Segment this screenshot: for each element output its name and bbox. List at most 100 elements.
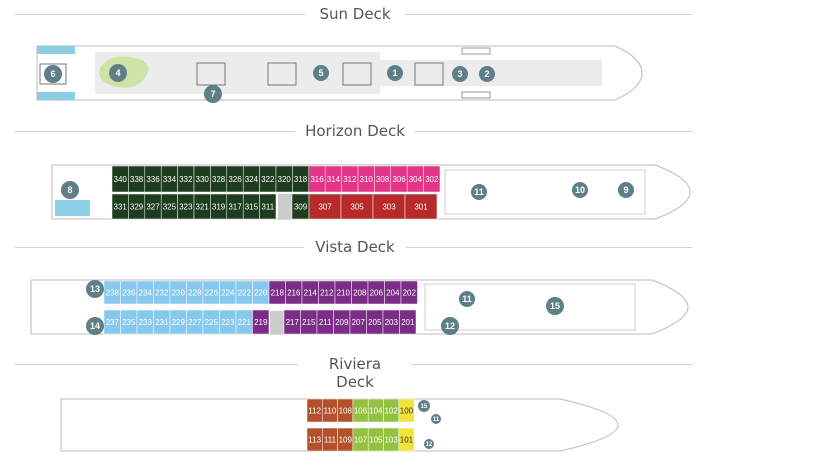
cabin-label-336: 336 (146, 175, 160, 184)
sun-marker-label-2: 2 (484, 69, 489, 79)
cabin-label-208: 208 (353, 289, 367, 298)
cabin-label-219: 219 (254, 318, 268, 327)
cabin-label-233: 233 (139, 318, 153, 327)
cabin-label-311: 311 (261, 203, 274, 212)
cabin-label-334: 334 (163, 175, 177, 184)
riviera-marker-label-11: 11 (433, 417, 440, 423)
sun-marker-label-4: 4 (115, 68, 120, 78)
cabin-label-232: 232 (155, 289, 169, 298)
horizon-marker-10[interactable] (572, 182, 588, 198)
cabin-label-231: 231 (155, 318, 169, 327)
horizon-marker-8[interactable] (61, 181, 79, 199)
vista-marker-label-15: 15 (550, 301, 560, 311)
sun-marker-2[interactable] (479, 66, 495, 82)
cabin-219[interactable] (252, 309, 270, 335)
cabin-302[interactable] (423, 165, 441, 193)
cabin-label-203: 203 (385, 318, 399, 327)
sun-marker-6[interactable] (44, 65, 62, 83)
cabin-label-214: 214 (304, 289, 318, 298)
cabin-305[interactable] (340, 193, 374, 220)
cabin-label-113: 113 (308, 436, 321, 445)
cabin-label-110: 110 (324, 407, 337, 416)
cabin-label-235: 235 (122, 318, 136, 327)
cabin-label-211: 211 (319, 318, 332, 327)
cabin-label-226: 226 (205, 289, 219, 298)
cabin-label-225: 225 (205, 318, 219, 327)
cabin-label-204: 204 (386, 289, 400, 298)
riviera-marker-12[interactable] (424, 439, 434, 449)
cabin-label-234: 234 (139, 289, 153, 298)
cabin-label-221: 221 (238, 318, 252, 327)
cabin-label-305: 305 (350, 203, 364, 212)
vista-marker-14[interactable] (86, 317, 104, 335)
cabin-label-112: 112 (308, 407, 321, 416)
sun-marker-4[interactable] (109, 64, 127, 82)
cabin-201[interactable] (399, 309, 417, 335)
cabin-label-206: 206 (370, 289, 384, 298)
cabin-label-229: 229 (172, 318, 186, 327)
cabin-label-107: 107 (354, 436, 368, 445)
cabin-label-216: 216 (287, 289, 301, 298)
cabin-label-324: 324 (245, 175, 259, 184)
horizon-marker-11[interactable] (471, 184, 487, 200)
cabin-label-212: 212 (320, 289, 334, 298)
cabin-label-227: 227 (188, 318, 202, 327)
cabin-label-307: 307 (318, 203, 332, 212)
cabin-label-237: 237 (106, 318, 120, 327)
cabin-label-318: 318 (294, 175, 308, 184)
cabin-label-332: 332 (179, 175, 193, 184)
cabin-label-321: 321 (196, 203, 210, 212)
sun-marker-5[interactable] (313, 65, 329, 81)
horizon-marker-label-11: 11 (474, 187, 484, 197)
sun-marker-3[interactable] (452, 66, 468, 82)
cabin-label-331: 331 (114, 203, 128, 212)
vista-marker-label-12: 12 (445, 321, 455, 331)
sun-marker-1[interactable] (387, 65, 403, 81)
vista-marker-15[interactable] (546, 297, 564, 315)
cabin-label-322: 322 (261, 175, 275, 184)
cabin-label-215: 215 (302, 318, 316, 327)
horizon-marker-9[interactable] (618, 182, 634, 198)
vista-marker-label-13: 13 (90, 284, 100, 294)
cabin-label-106: 106 (354, 407, 368, 416)
cabin-label-309: 309 (294, 203, 308, 212)
cabin-202[interactable] (400, 280, 418, 305)
cabin-label-340: 340 (114, 175, 128, 184)
cabin-label-308: 308 (376, 175, 390, 184)
cabin-301[interactable] (404, 193, 438, 220)
horizon-marker-label-8: 8 (67, 185, 72, 195)
vista-marker-12[interactable] (441, 317, 459, 335)
cabin-label-210: 210 (337, 289, 351, 298)
cabin-100[interactable] (398, 398, 415, 423)
cabin-label-105: 105 (369, 436, 383, 445)
cabin-label-201: 201 (401, 318, 415, 327)
sun-deck-hull (36, 45, 643, 101)
cabin-label-104: 104 (369, 407, 383, 416)
cabin-label-314: 314 (327, 175, 341, 184)
cabin-label-320: 320 (278, 175, 292, 184)
sun-marker-7[interactable] (204, 85, 222, 103)
cabin-label-228: 228 (188, 289, 202, 298)
cabin-label-101: 101 (400, 436, 414, 445)
vista-marker-13[interactable] (86, 280, 104, 298)
cabin-label-222: 222 (238, 289, 252, 298)
cabin-label-230: 230 (172, 289, 186, 298)
cabin-label-108: 108 (339, 407, 353, 416)
cabin-311[interactable] (259, 193, 277, 220)
cabin-label-302: 302 (425, 175, 439, 184)
cabin-label-207: 207 (352, 318, 366, 327)
riviera-marker-11[interactable] (431, 414, 441, 424)
cabin-101[interactable] (398, 427, 415, 452)
cabin-label-301: 301 (414, 203, 428, 212)
cabin-label-310: 310 (360, 175, 374, 184)
riviera-marker-15[interactable] (418, 400, 430, 412)
cabin-label-236: 236 (122, 289, 136, 298)
riviera-marker-label-15: 15 (421, 404, 428, 410)
cabin-label-330: 330 (196, 175, 210, 184)
sun-marker-label-7: 7 (210, 89, 215, 99)
cabin-label-338: 338 (130, 175, 144, 184)
cabin-label-319: 319 (212, 203, 226, 212)
vista-marker-11[interactable] (459, 291, 475, 307)
sun-marker-label-3: 3 (457, 69, 462, 79)
